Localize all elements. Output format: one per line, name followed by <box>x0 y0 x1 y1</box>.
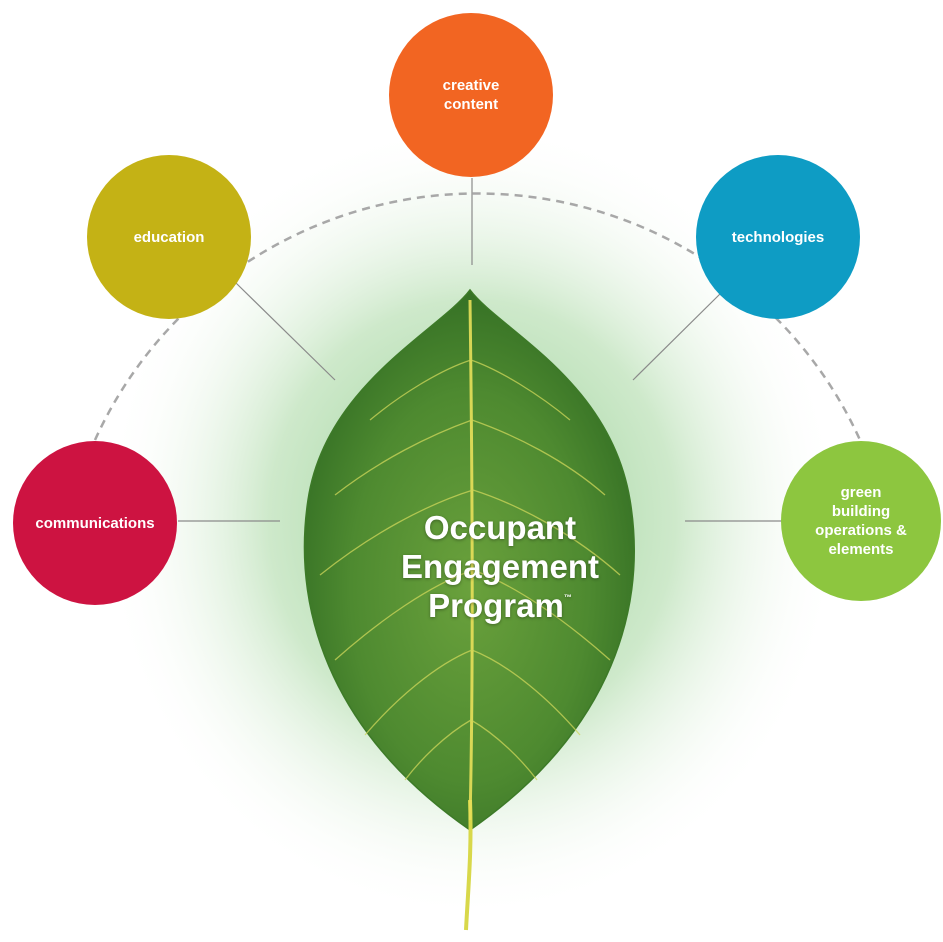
leaf-illustration <box>303 288 636 931</box>
center-title-line-1: Occupant <box>423 509 577 546</box>
center-title-line-2: Engagement <box>400 548 600 585</box>
center-title-line-3: Program™ <box>370 586 630 625</box>
connector-technologies <box>632 291 723 381</box>
node-technologies-label: technologies <box>731 228 825 246</box>
node-education: education <box>87 155 251 319</box>
center-title: Occupant Engagement Program™ <box>370 508 630 625</box>
node-green-building-label: green building operations & elements <box>815 484 907 558</box>
center-title-line-3-text: Program <box>428 587 564 624</box>
trademark-mark: ™ <box>563 593 572 602</box>
leaf-veins <box>319 359 621 781</box>
node-green-building: green building operations & elements <box>781 441 941 601</box>
leaf-midrib <box>468 299 474 821</box>
connector-education <box>235 282 336 381</box>
node-creative-content-label: creative content <box>442 77 500 113</box>
node-creative-content: creative content <box>389 13 553 177</box>
node-communications: communications <box>13 441 177 605</box>
node-technologies: technologies <box>696 155 860 319</box>
node-communications-label: communications <box>35 514 155 532</box>
node-education-label: education <box>133 228 205 246</box>
